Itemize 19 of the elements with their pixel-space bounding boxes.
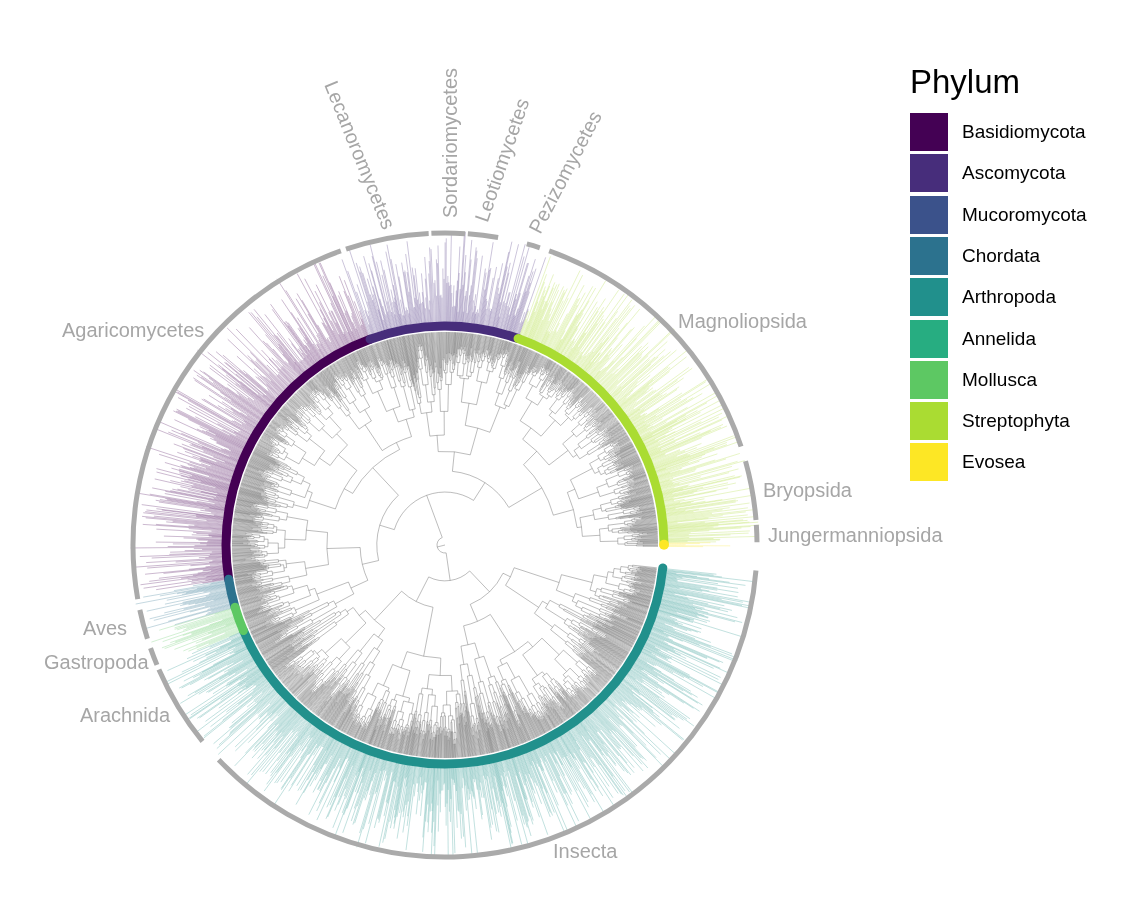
clade-label: Arachnida [80, 704, 171, 726]
legend-label: Evosea [962, 451, 1026, 473]
legend-label: Mucoromycota [962, 204, 1087, 226]
clade-label: Bryopsida [763, 479, 852, 501]
legend-label: Streptophyta [962, 410, 1070, 432]
clade-label: Insecta [553, 840, 618, 862]
legend-label: Basidiomycota [962, 121, 1086, 143]
legend-label: Mollusca [962, 369, 1037, 391]
legend-label: Annelida [962, 328, 1036, 349]
clade-label: Magnoliopsida [678, 310, 807, 332]
clade-label: Jungermanniopsida [768, 524, 943, 546]
clade-label: Aves [83, 617, 128, 639]
legend-label: Chordata [962, 245, 1041, 267]
clade-label: Sordariomycetes [439, 67, 461, 219]
legend-label: Ascomycota [962, 162, 1066, 184]
legend-title: Phylum [910, 63, 1021, 101]
legend-label: Arthropoda [962, 286, 1056, 308]
clade-label: Agaricomycetes [62, 319, 205, 341]
clade-label: Gastropoda [44, 651, 149, 673]
